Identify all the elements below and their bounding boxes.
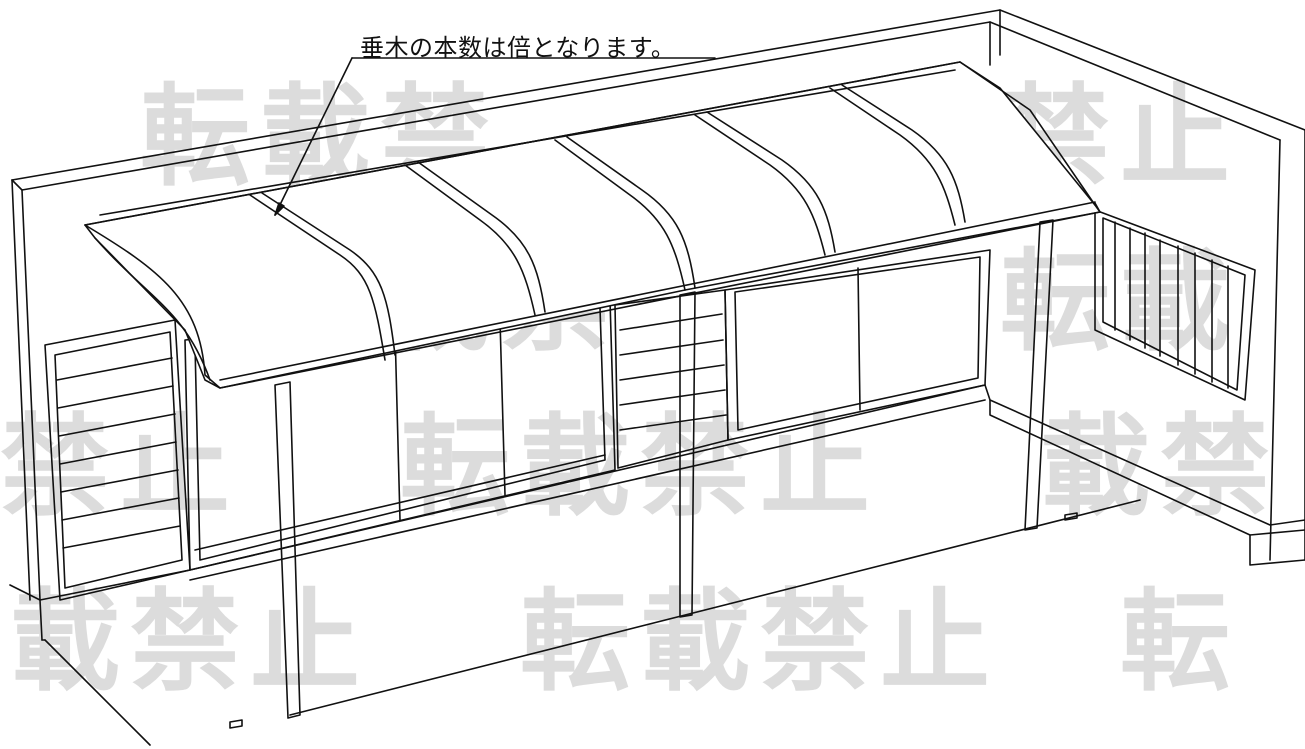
watermark-glyph: 禁 xyxy=(1160,403,1270,531)
watermark-glyph: 禁 xyxy=(640,403,750,531)
watermark-glyph: 転 xyxy=(400,403,510,531)
watermark-glyph: 載 xyxy=(1120,238,1230,366)
watermark-glyph: 止 xyxy=(1120,73,1230,201)
sliding-window-right xyxy=(724,249,991,441)
watermark-glyph: 禁 xyxy=(130,578,240,706)
watermark-glyph: 転 xyxy=(140,73,250,201)
callout-leader xyxy=(274,57,716,216)
floor xyxy=(44,399,1141,746)
side-window xyxy=(1094,209,1256,401)
watermark-glyph: 載 xyxy=(1040,403,1150,531)
watermark-glyph: 転 xyxy=(1000,238,1110,366)
support-posts xyxy=(229,219,1078,729)
canopy-roof xyxy=(84,61,1101,389)
callout-label: 垂木の本数は倍となります。 xyxy=(360,34,676,62)
watermark-glyph: 禁 xyxy=(760,578,870,706)
watermark-glyph: 転 xyxy=(520,578,630,706)
watermark-glyph: 転 xyxy=(1120,578,1230,706)
watermark-glyph: 止 xyxy=(250,578,360,706)
back-wall xyxy=(9,9,1305,641)
watermark-glyph: 載 xyxy=(640,578,750,706)
watermark-glyph: 止 xyxy=(880,578,990,706)
watermark-glyph: 載 xyxy=(10,578,120,706)
